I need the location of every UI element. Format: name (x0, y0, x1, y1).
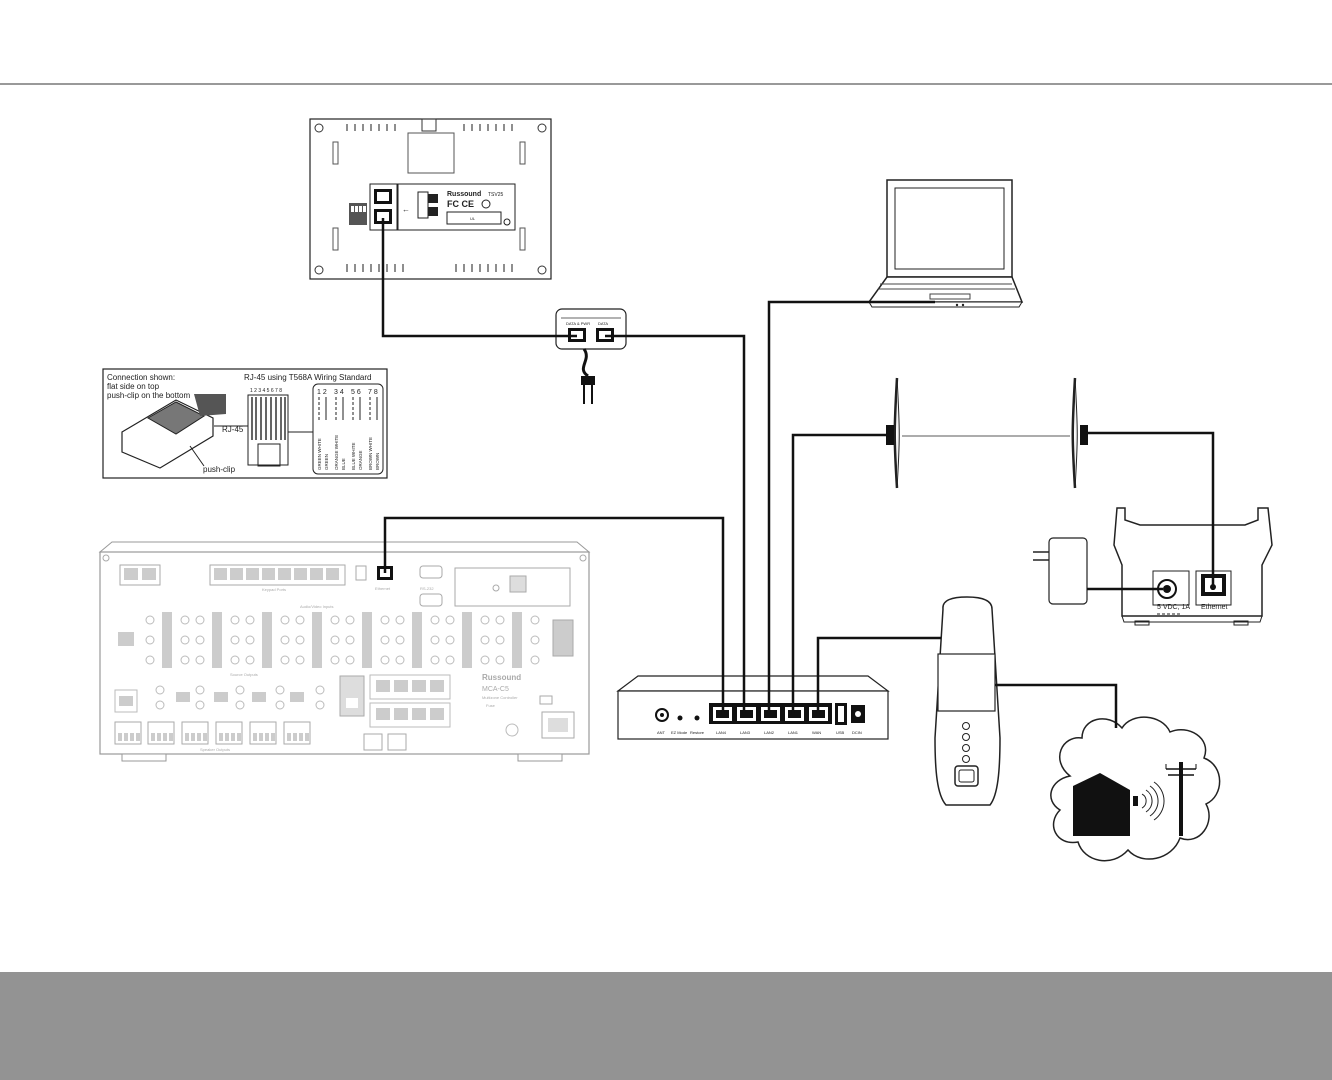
powerline-adapter-right (1071, 377, 1088, 489)
inset-standard-title: RJ-45 using T568A Wiring Standard (244, 373, 371, 382)
touchpanel-brand: Russound (447, 191, 481, 198)
pin-numbers: 1 2 3 4 5 6 7 8 (250, 388, 282, 394)
cable-access-point-to-internet (995, 683, 1118, 728)
router-port-label-lan1: LAN1 (788, 730, 799, 735)
controller-ethernet-label: Ethernet (375, 586, 391, 591)
controller-fuse-label: Fuse (486, 703, 496, 708)
router-port-label-wan: WAN (812, 730, 821, 735)
router-port-label-ant: ANT (657, 730, 666, 735)
power-plug-icon (581, 376, 595, 404)
wire-name-4: BLUE (341, 458, 346, 470)
rj45-wiring-inset: Connection shown: flat side on top push-… (102, 368, 388, 479)
controller-power-inlet (541, 711, 575, 739)
controller-speaker-outputs-label: Speaker Outputs (200, 747, 230, 752)
router-ez-mode-button (677, 715, 683, 721)
footer-bar (0, 972, 1332, 1080)
powerline-adapter-left (886, 377, 900, 489)
controller-source-outputs-label: Source Outputs (230, 672, 258, 677)
wall-power-adapter (1033, 537, 1088, 605)
wireless-access-point (934, 596, 1001, 806)
cable-controller-to-router (383, 516, 725, 714)
cable-powerline-to-router (791, 433, 890, 714)
wire-name-8: BROWN (375, 453, 380, 470)
touchpanel-cert-icon (481, 199, 491, 209)
ap-led-1 (962, 722, 970, 730)
inset-connection-line3: push-clip on the bottom (107, 391, 190, 400)
router-port-label-ez-mode: EZ Mode (671, 730, 688, 735)
router-port-label-dcin: DCIN (852, 730, 862, 735)
push-clip-label: push-clip (203, 465, 236, 474)
inset-connection-line1: Connection shown: (107, 373, 175, 382)
router-restore-button (694, 715, 700, 721)
rj45-pin-view (247, 394, 289, 466)
wire-name-3: ORANGE WHITE (334, 435, 339, 470)
touchpanel-label-plate: UL (470, 216, 476, 221)
touchpanel-ground-icon (503, 218, 511, 226)
utility-pole-icon (1165, 762, 1197, 836)
touchpanel-model: TSV25 (488, 192, 504, 198)
mca-controller-rear-panel: Keypad Ports Ethernet RS-232 (98, 541, 591, 762)
controller-rs232-label: RS-232 (420, 586, 434, 591)
pair-number-2: 3 4 (334, 389, 344, 396)
poe-port-right-label: DATA (598, 321, 608, 326)
wire-name-7: BROWN WHITE (368, 437, 373, 470)
router-port-label-usb: USB (836, 730, 845, 735)
ap-led-4 (962, 755, 970, 763)
controller-subtitle: Multizone Controller (482, 695, 518, 700)
ap-led-3 (962, 744, 970, 752)
inset-connection-line2: flat side on top (107, 382, 160, 391)
cable-poe-to-router (605, 334, 746, 714)
pair-number-3: 5 6 (351, 389, 361, 396)
wire-color-key (312, 383, 384, 475)
poe-port-left-label: DATA & PWR (566, 321, 590, 326)
wifi-signal-icon (1141, 781, 1165, 821)
controller-brand: Russound (482, 673, 521, 682)
poe-injector: DATA & PWR DATA (555, 308, 627, 404)
touchpanel-cert-marks: FC CE (447, 199, 474, 209)
router-port-label-lan4: LAN4 (716, 730, 727, 735)
controller-audio-inputs-label: Audio/Video Inputs (300, 604, 334, 609)
internet-cloud (1050, 716, 1221, 862)
cable-access-point-to-router (816, 636, 941, 714)
ap-led-2 (962, 733, 970, 741)
rj45-label: RJ-45 (222, 425, 244, 434)
pair-number-1: 1 2 (317, 389, 327, 396)
wire-name-6: ORANGE (358, 450, 363, 470)
network-router: ANT EZ Mode Restore LAN4 LAN3 LAN2 LAN1 … (616, 675, 890, 740)
touchpanel-back-view: ← Russound TSV25 FC CE UL (309, 118, 552, 280)
laptop-computer (867, 179, 1024, 308)
wire-name-5: BLUE WHITE (351, 442, 356, 470)
wire-name-1: GREEN WHITE (317, 438, 322, 470)
pair-number-4: 7 8 (368, 389, 378, 396)
cable-touchpanel-to-poe (381, 218, 577, 338)
controller-model: MCA-C5 (482, 686, 509, 693)
cable-laptop-to-router (767, 300, 935, 714)
router-port-label-restore: Restore (690, 730, 705, 735)
controller-keypad-label: Keypad Ports (262, 587, 286, 592)
router-port-label-lan2: LAN2 (764, 730, 775, 735)
ethernet-cables (381, 218, 1215, 728)
ethernet-bridge-device: 5 VDC, 1A Ethernet (1113, 507, 1273, 626)
house-modem-icon (1133, 796, 1138, 806)
bridge-ethernet-label: Ethernet (1201, 604, 1228, 611)
cable-powerline-to-bridge (1085, 431, 1215, 590)
wire-name-2: GREEN (324, 454, 329, 470)
router-port-label-lan3: LAN3 (740, 730, 751, 735)
svg-text:←: ← (402, 205, 410, 214)
house-icon (1073, 773, 1130, 836)
bridge-power-label: 5 VDC, 1A (1157, 604, 1190, 611)
